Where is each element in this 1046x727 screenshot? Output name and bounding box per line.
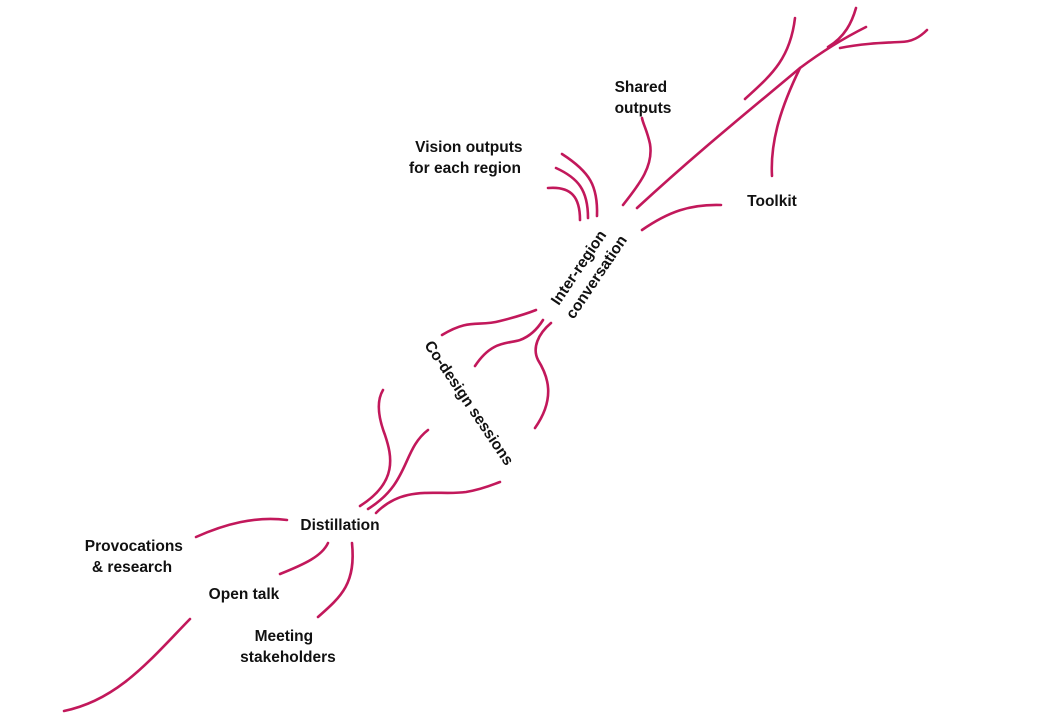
toolkit-connector — [640, 203, 723, 232]
label-vision-line1: Vision outputs — [415, 139, 522, 156]
codesign-branch-2 — [473, 318, 545, 368]
codesign-branch-1 — [440, 308, 538, 337]
provocations-connector — [194, 517, 289, 539]
label-provocations: Provocations & research — [85, 538, 188, 576]
meeting-connector — [316, 541, 354, 619]
vision-connector-1 — [546, 186, 582, 222]
label-meeting-line1: Meeting — [255, 628, 314, 645]
label-meeting-line2: stakeholders — [240, 649, 336, 666]
label-vision-line2: for each region — [409, 160, 521, 177]
label-inter-region-conversation: Inter-region conversation — [546, 221, 631, 322]
distillation-branch-1 — [358, 388, 392, 508]
upper-branch-right — [838, 28, 929, 50]
label-toolkit: Toolkit — [747, 193, 797, 210]
label-open-talk: Open talk — [209, 586, 280, 603]
label-meeting-stakeholders: Meeting stakeholders — [240, 628, 336, 666]
shared-outputs-connector — [621, 116, 652, 207]
label-shared-line1: Shared — [615, 79, 668, 96]
label-shared-outputs: Shared outputs — [615, 79, 672, 117]
distillation-branch-2 — [366, 428, 430, 511]
open-talk-connector — [278, 541, 330, 576]
label-codesign-sessions: Co-design sessions — [421, 338, 517, 469]
vision-connector-3 — [560, 152, 599, 218]
upper-branch-left — [743, 16, 797, 101]
root-line — [62, 617, 192, 713]
vision-connector-2 — [554, 166, 590, 220]
label-vision-outputs: Vision outputs for each region — [409, 139, 527, 177]
main-trunk — [635, 25, 868, 210]
label-shared-line2: outputs — [615, 100, 672, 117]
upper-branch-toolkit-stem — [770, 66, 802, 178]
label-distillation: Distillation — [300, 517, 379, 534]
codesign-branch-3 — [533, 321, 553, 430]
distillation-branch-3 — [374, 480, 502, 515]
label-provocations-line1: Provocations — [85, 538, 183, 555]
upper-branch-top — [826, 6, 858, 49]
label-provocations-line2: & research — [92, 559, 172, 576]
